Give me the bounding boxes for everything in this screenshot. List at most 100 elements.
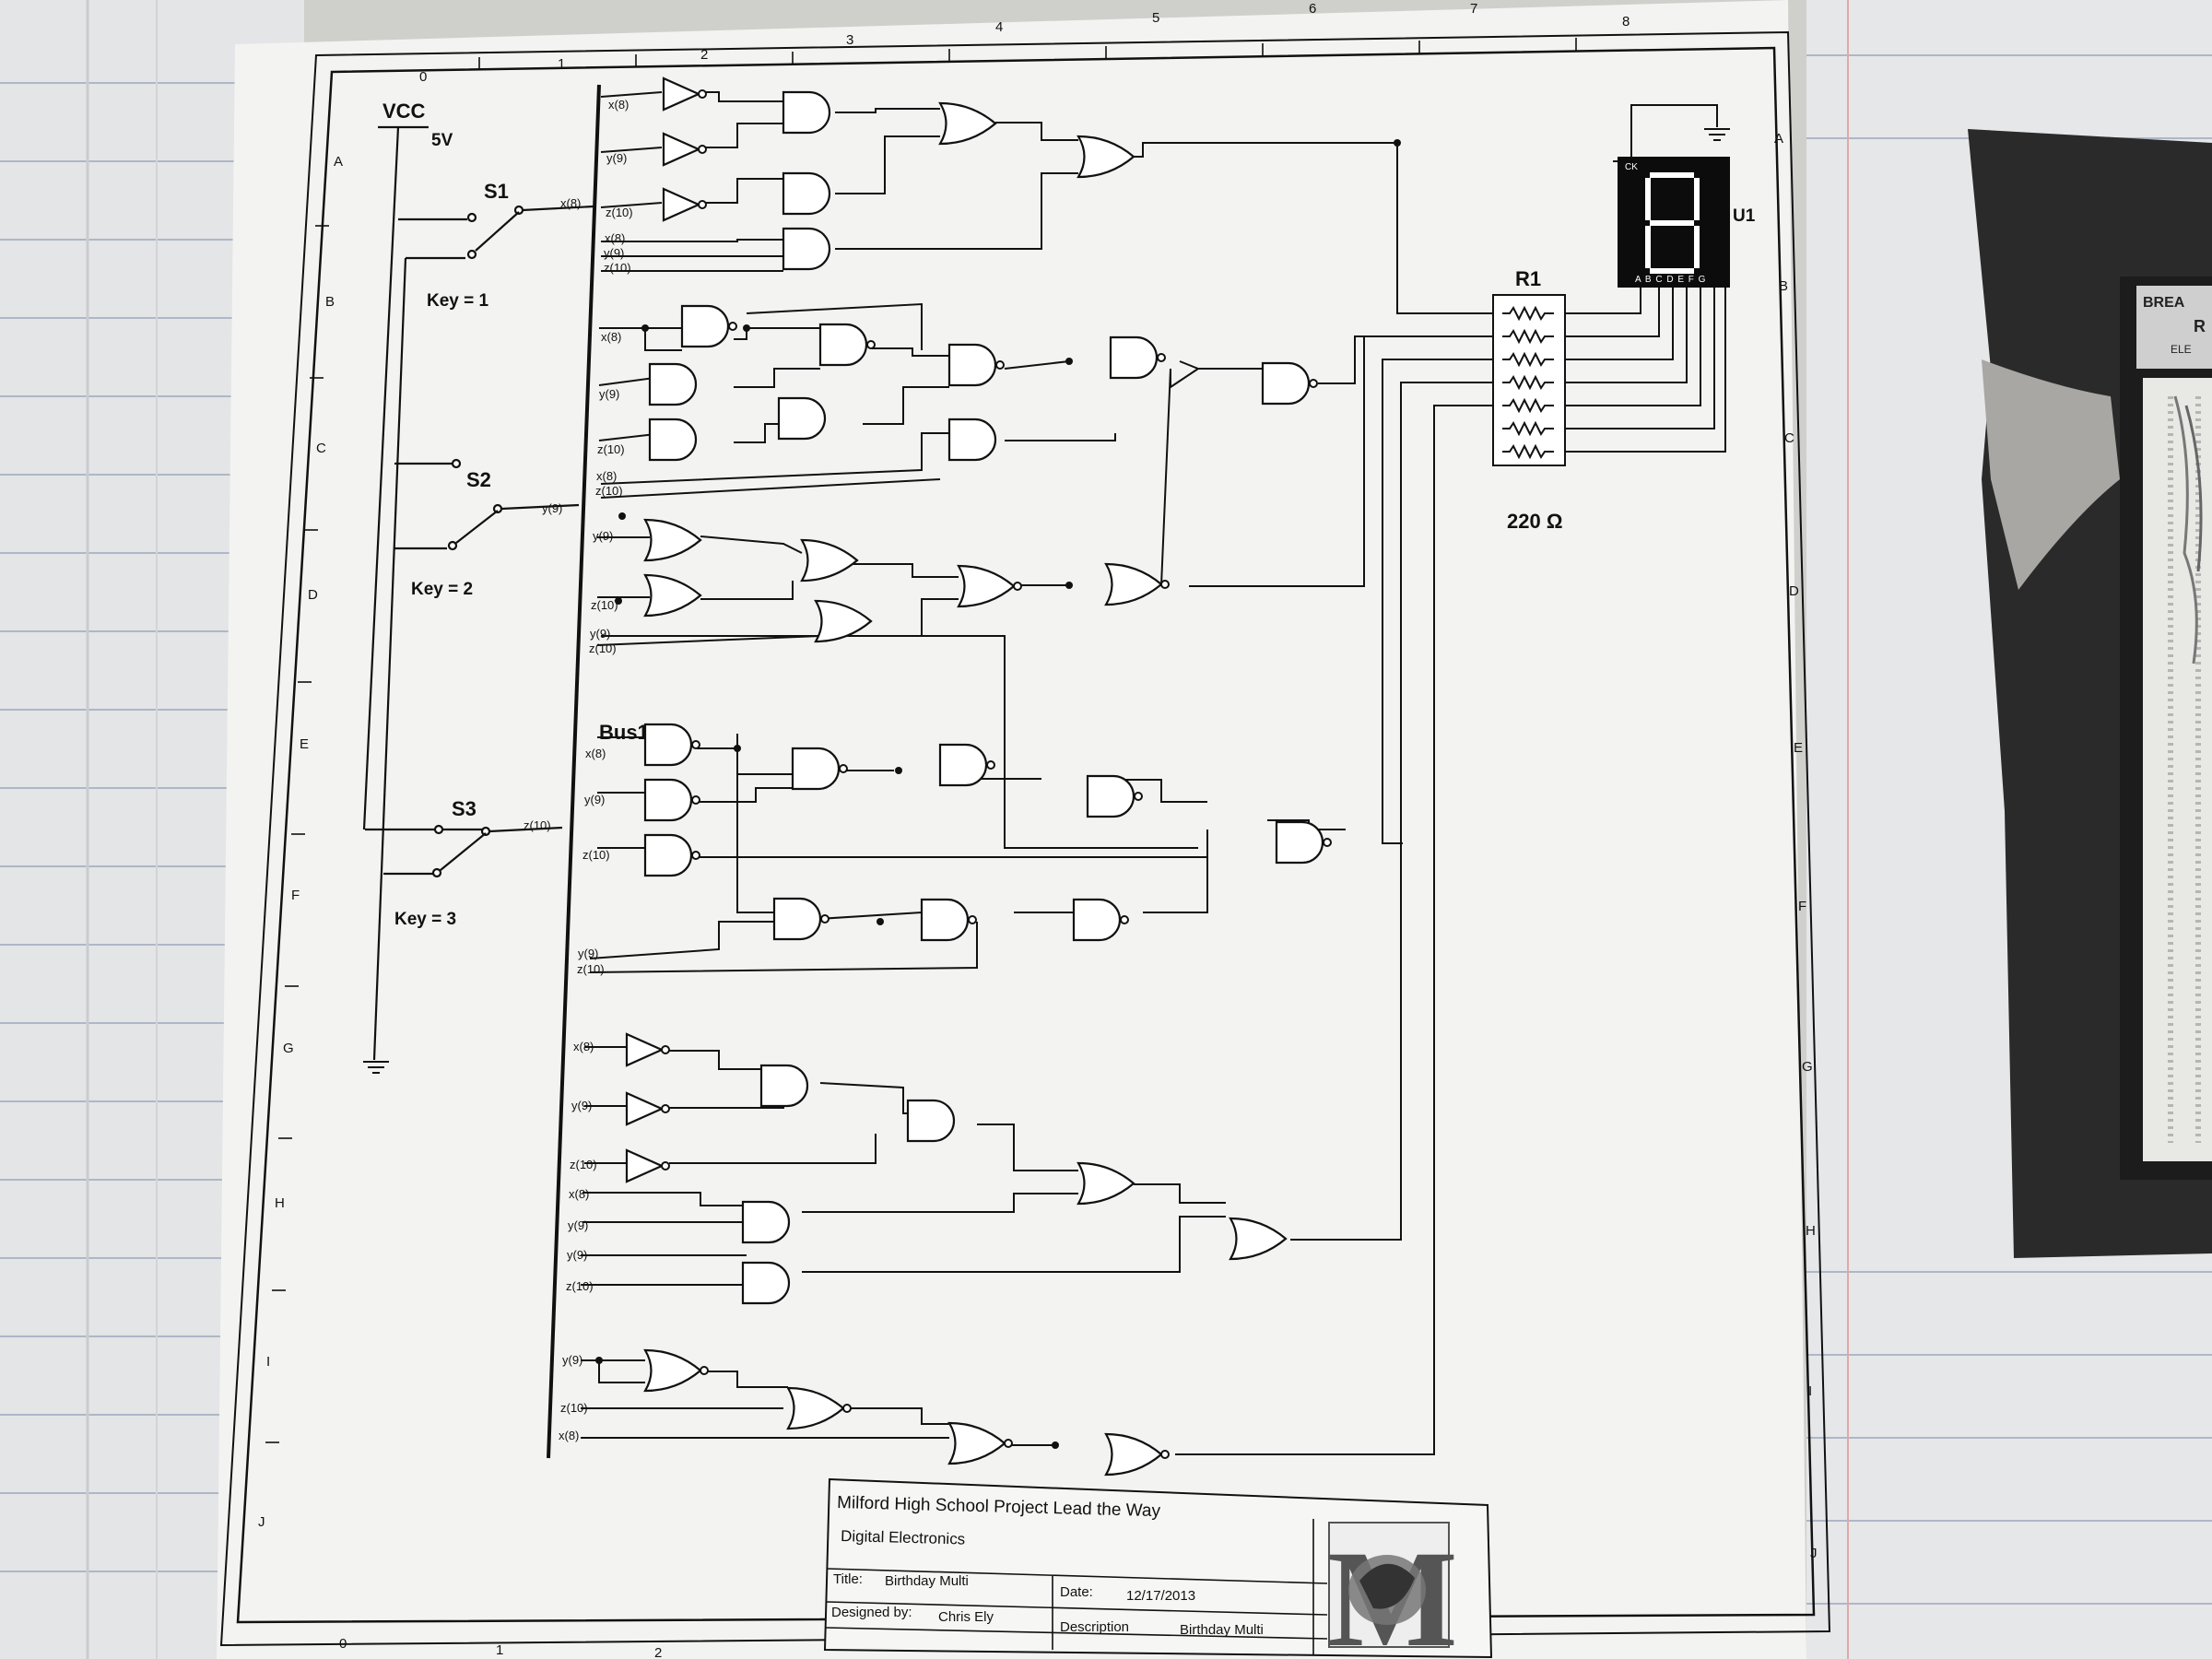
row-label-c-right: C — [1784, 430, 1794, 446]
column-label-1-bottom: 1 — [496, 1642, 503, 1658]
and-gate-2 — [782, 171, 831, 216]
column-label-2: 2 — [700, 47, 708, 63]
sig-z-1: z(10) — [606, 206, 633, 219]
sig-y-5: y(9) — [590, 627, 610, 641]
seven-segment-display — [1618, 157, 1730, 288]
display-ck-label: CK — [1625, 162, 1638, 172]
sig-y-2: y(9) — [604, 246, 624, 260]
column-label-7: 7 — [1470, 1, 1477, 17]
sig-x-2: x(8) — [605, 231, 625, 245]
resistor-ref: R1 — [1515, 267, 1541, 290]
sig-z-3: z(10) — [597, 442, 625, 456]
switch-s3 — [431, 824, 563, 878]
row-label-i-right: I — [1808, 1383, 1812, 1399]
and-gate-1 — [782, 90, 831, 135]
row-label-e-right: E — [1794, 740, 1803, 756]
bus-label: Bus1 — [599, 721, 649, 744]
sig-z-9: z(10) — [570, 1158, 597, 1171]
breadboard-photo: BREA R ELE — [1968, 129, 2212, 1258]
sig-x-8: x(8) — [559, 1429, 579, 1442]
vcc-voltage: 5V — [431, 131, 453, 150]
column-label-1: 1 — [558, 56, 565, 72]
row-label-h-right: H — [1806, 1223, 1816, 1239]
title-block — [823, 1477, 1493, 1659]
sig-z-7: z(10) — [582, 848, 610, 862]
title-block-date-label: Date: — [1060, 1584, 1093, 1600]
column-label-2-bottom: 2 — [654, 1645, 662, 1659]
sig-x-6: x(8) — [573, 1040, 594, 1053]
and-gate-9 — [906, 1099, 956, 1143]
column-label-6: 6 — [1309, 1, 1316, 17]
border-row-labels-right: A B C D E F G H I J — [1774, 131, 1818, 1561]
bus-line — [547, 84, 601, 1459]
sig-y-1: y(9) — [606, 151, 627, 165]
switch-s3-net: z(10) — [524, 818, 551, 832]
sig-z-8: z(10) — [577, 962, 605, 976]
switch-s1-net: x(8) — [560, 196, 581, 210]
sig-x-4: x(8) — [596, 469, 617, 483]
row-label-b: B — [325, 294, 335, 310]
sig-z-11: z(10) — [560, 1401, 588, 1415]
row-label-e: E — [300, 736, 309, 752]
and-gate-8 — [759, 1064, 809, 1108]
title-block-designer: Chris Ely — [938, 1609, 994, 1625]
and-gate-10 — [741, 1200, 791, 1244]
title-block-title: Birthday Multi — [885, 1573, 969, 1589]
sig-z-5: z(10) — [591, 598, 618, 612]
border-row-labels-left: A B C D E F G H I J — [258, 154, 343, 1530]
breadboard-label-top: BREA — [2143, 295, 2185, 311]
sig-y-6: y(9) — [584, 793, 605, 806]
breadboard-label-mid: R — [2194, 317, 2206, 335]
title-block-course: Digital Electronics — [841, 1527, 966, 1548]
switch-s1 — [466, 205, 594, 260]
switch-s2 — [447, 458, 580, 551]
schematic-paper — [217, 0, 1806, 1659]
sig-x-7: x(8) — [569, 1187, 589, 1201]
border-column-labels-bottom: 0 1 2 — [339, 1636, 662, 1659]
switch-s2-label: S2 — [466, 468, 491, 491]
title-block-date: 12/17/2013 — [1126, 1588, 1195, 1604]
and-gate-3 — [782, 227, 831, 271]
row-label-a: A — [334, 154, 343, 170]
sig-y-3: y(9) — [599, 387, 619, 401]
sig-z-2: z(10) — [604, 261, 631, 275]
row-label-j: J — [258, 1514, 265, 1530]
column-label-0: 0 — [419, 69, 427, 85]
row-label-f-right: F — [1798, 899, 1806, 914]
switch-s3-label: S3 — [452, 797, 477, 820]
switch-s3-key: Key = 3 — [394, 910, 456, 929]
display-ref: U1 — [1733, 206, 1756, 226]
wire-junctions — [595, 139, 1401, 1449]
row-label-a-right: A — [1774, 131, 1783, 147]
vcc-label: VCC — [382, 100, 426, 123]
row-label-d: D — [308, 587, 318, 603]
switch-s1-label: S1 — [484, 180, 509, 203]
sig-y-10: y(9) — [567, 1248, 587, 1262]
column-label-4: 4 — [995, 19, 1003, 35]
resistor-pack-r1 — [1492, 294, 1566, 466]
row-label-c: C — [316, 441, 326, 456]
border-zone-ticks — [265, 38, 1577, 1443]
sig-y-4: y(9) — [593, 529, 613, 543]
border-column-labels: 0 1 2 3 4 5 6 7 8 — [419, 1, 1630, 85]
and-gate-7 — [947, 418, 997, 462]
row-label-f: F — [291, 888, 300, 903]
sig-y-11: y(9) — [562, 1353, 582, 1367]
title-block-title-label: Title: — [833, 1571, 863, 1587]
sig-y-7: y(9) — [578, 947, 598, 960]
row-label-d-right: D — [1789, 583, 1799, 599]
resistor-value: 220 Ω — [1507, 510, 1562, 533]
sig-x-5: x(8) — [585, 747, 606, 760]
row-label-j-right: J — [1810, 1546, 1818, 1561]
column-label-3: 3 — [846, 32, 853, 48]
sig-z-10: z(10) — [566, 1279, 594, 1293]
column-label-5: 5 — [1152, 10, 1159, 26]
breadboard-label-small: ELE — [2171, 343, 2192, 356]
row-label-g: G — [283, 1041, 294, 1056]
title-block-description-label: Description — [1060, 1619, 1129, 1635]
title-block-designed-label: Designed by: — [831, 1605, 912, 1620]
and-gate-5 — [648, 418, 698, 462]
row-label-b-right: B — [1779, 278, 1788, 294]
and-gate-6 — [777, 396, 827, 441]
